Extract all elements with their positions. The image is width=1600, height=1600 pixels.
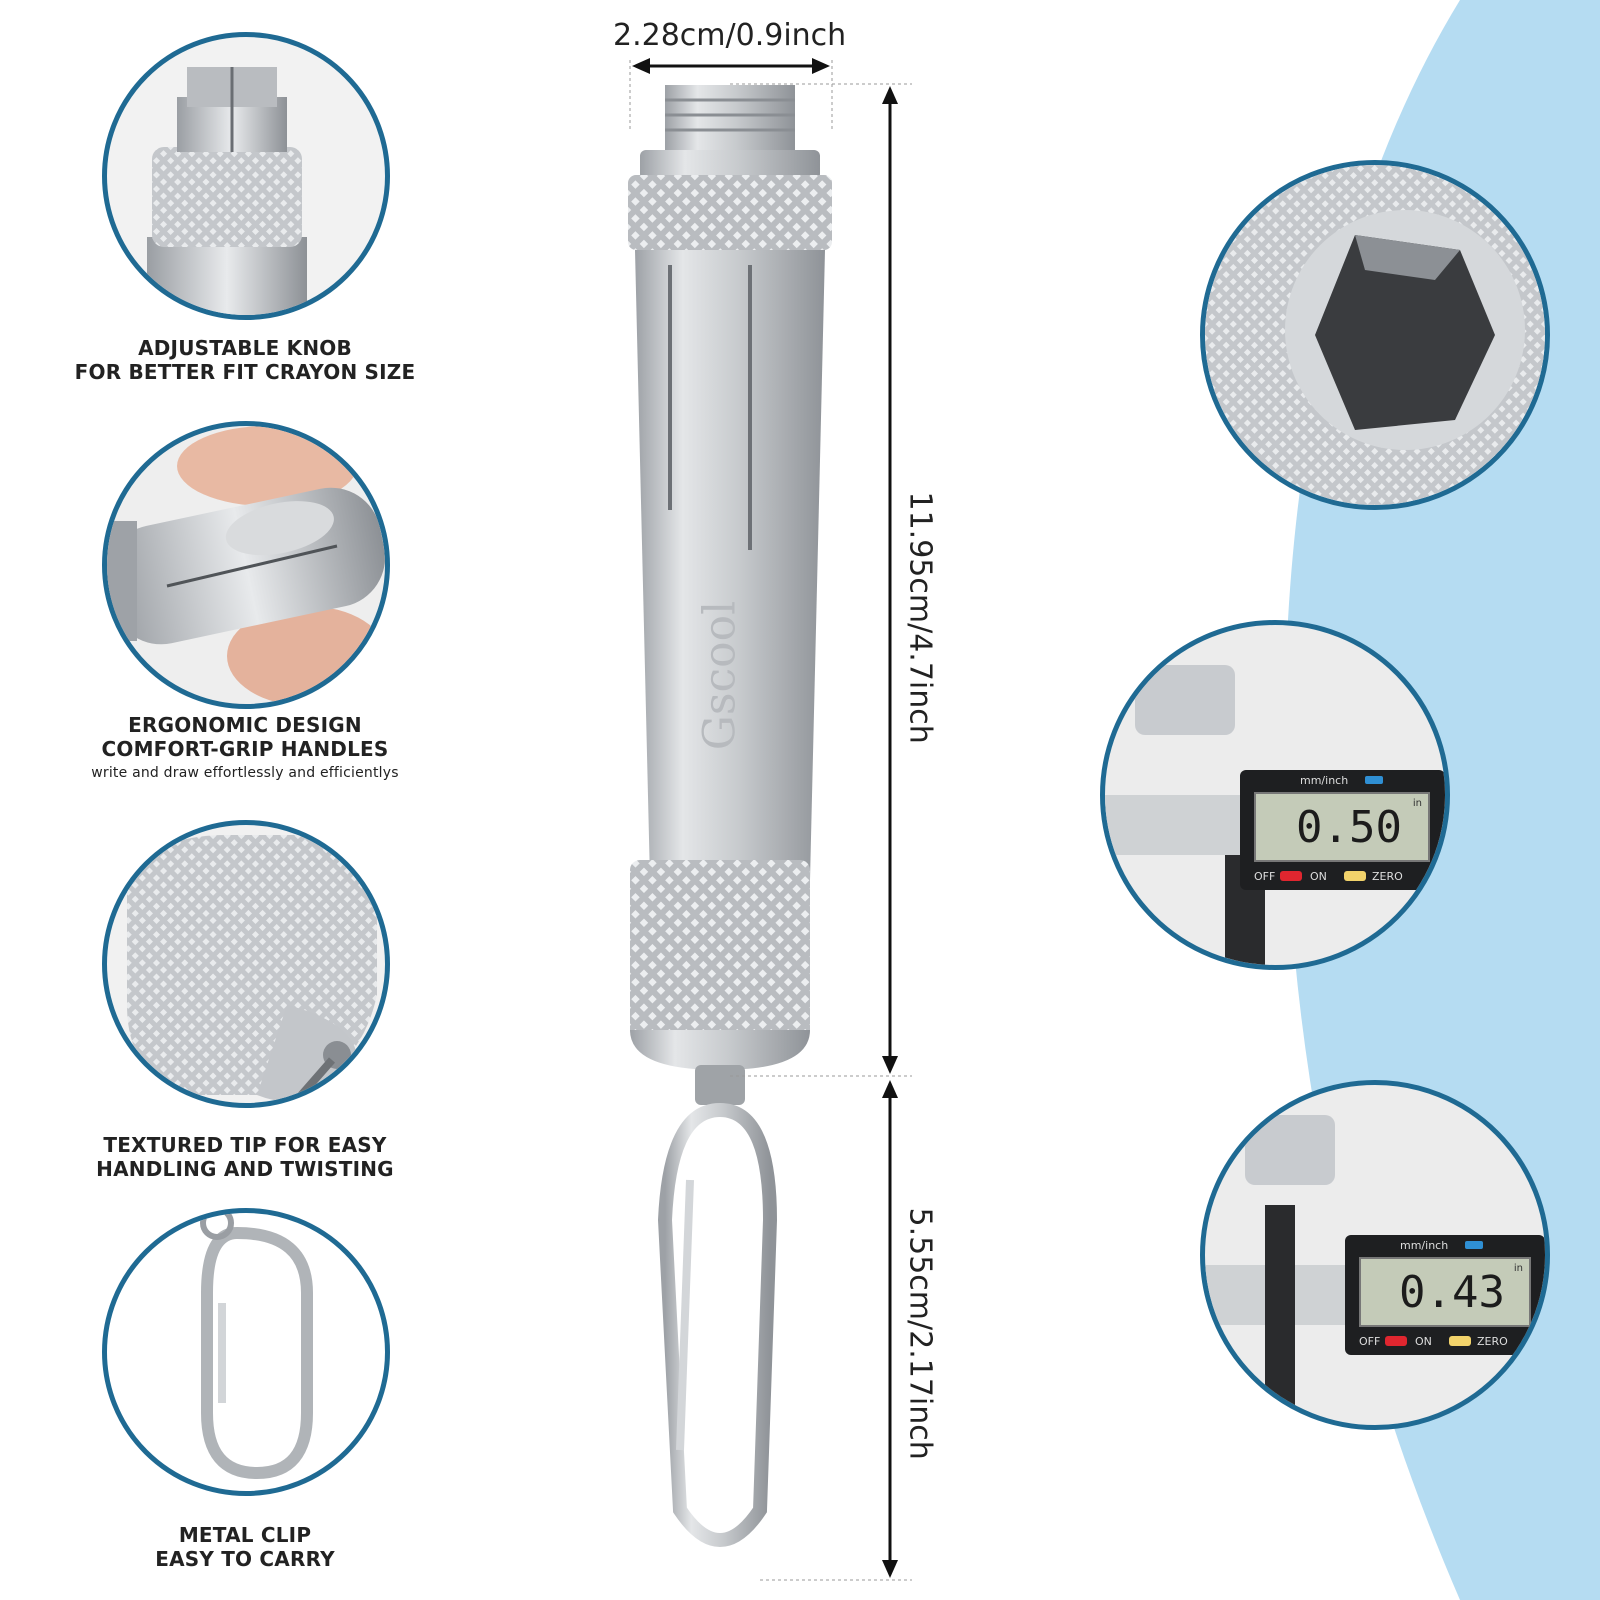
feature-circle-knob <box>102 32 390 320</box>
caption-line3: write and draw effortlessly and efficien… <box>91 765 399 781</box>
caliper-2-lcd: 0.43 in <box>1359 1257 1531 1327</box>
caliper-1-on-label: ON <box>1310 870 1327 883</box>
clip-length-label: 5.55cm/2.17inch <box>902 1207 938 1460</box>
caliper-2-scene: mm/inch 0.43 in OFF ON ZERO <box>1205 1085 1545 1425</box>
caliper-1-off-button[interactable] <box>1280 871 1302 881</box>
caption-line1: ERGONOMIC DESIGN <box>128 713 362 737</box>
caliper-2-unit: in <box>1513 1263 1523 1274</box>
caption-line2: FOR BETTER FIT CRAYON SIZE <box>74 360 416 384</box>
caption-line1: METAL CLIP <box>178 1523 312 1547</box>
caliper-2-zero-label: ZERO <box>1477 1335 1508 1348</box>
caliper-1-scene: mm/inch 0.50 in OFF ON ZERO <box>1105 625 1445 965</box>
caption-line2: HANDLING AND TWISTING <box>96 1157 394 1181</box>
caliper-1-display-unit: mm/inch 0.50 in OFF ON ZERO <box>1240 770 1445 890</box>
caliper-2-on-label: ON <box>1415 1335 1432 1348</box>
caliper-2-zero-button[interactable] <box>1449 1336 1471 1346</box>
width-label: 2.28cm/0.9inch <box>613 18 847 53</box>
caliper-2-mode-button[interactable] <box>1465 1241 1483 1249</box>
caption-line2: EASY TO CARRY <box>155 1547 335 1571</box>
knob-closeup-image <box>147 67 307 315</box>
caption-line1: TEXTURED TIP FOR EASY <box>103 1133 387 1157</box>
body-length-label: 11.95cm/4.7inch <box>902 491 938 744</box>
feature-caption-clip: METAL CLIP EASY TO CARRY <box>60 1523 430 1571</box>
feature-circle-tip <box>102 820 390 1108</box>
caliper-1-mode-label: mm/inch <box>1300 774 1349 787</box>
caliper-2-display-unit: mm/inch 0.43 in OFF ON ZERO <box>1345 1235 1545 1355</box>
hex-opening-circle <box>1200 160 1550 510</box>
feature-circle-grip <box>102 421 390 709</box>
feature-caption-grip: ERGONOMIC DESIGN COMFORT-GRIP HANDLES wr… <box>40 713 450 785</box>
caliper-1-off-label: OFF <box>1254 870 1276 883</box>
feature-caption-tip: TEXTURED TIP FOR EASY HANDLING AND TWIST… <box>60 1133 430 1181</box>
caption-line1: ADJUSTABLE KNOB <box>138 336 352 360</box>
caliper-1-mode-button[interactable] <box>1365 776 1383 784</box>
brand-logo: Gscool <box>694 600 746 751</box>
grip-closeup-image <box>107 426 385 704</box>
caliper-2-off-label: OFF <box>1359 1335 1381 1348</box>
caliper-1-knob <box>1135 665 1235 735</box>
caliper-2-off-button[interactable] <box>1385 1336 1407 1346</box>
hex-opening-image <box>1205 165 1545 505</box>
caliper-2-jaw <box>1265 1205 1295 1425</box>
caption-line2: COMFORT-GRIP HANDLES <box>101 737 389 761</box>
caliper-2-knob <box>1245 1115 1335 1185</box>
caliper-circle-2: mm/inch 0.43 in OFF ON ZERO <box>1200 1080 1550 1430</box>
caliper-2-mode-label: mm/inch <box>1400 1239 1449 1252</box>
caliper-1-lcd: 0.50 in <box>1254 792 1430 862</box>
caliper-1-unit: in <box>1412 798 1422 809</box>
caliper-2-reading: 0.43 <box>1399 1267 1505 1318</box>
caliper-1-reading: 0.50 <box>1296 802 1402 853</box>
feature-caption-knob: ADJUSTABLE KNOB FOR BETTER FIT CRAYON SI… <box>60 336 430 384</box>
caliper-circle-1: mm/inch 0.50 in OFF ON ZERO <box>1100 620 1450 970</box>
caliper-1-zero-label: ZERO <box>1372 870 1403 883</box>
tip-closeup-image <box>127 835 377 1103</box>
feature-circle-clip <box>102 1208 390 1496</box>
caliper-1-zero-button[interactable] <box>1344 871 1366 881</box>
crayon-holder-product <box>628 85 832 1547</box>
clip-closeup-image <box>200 1213 313 1480</box>
